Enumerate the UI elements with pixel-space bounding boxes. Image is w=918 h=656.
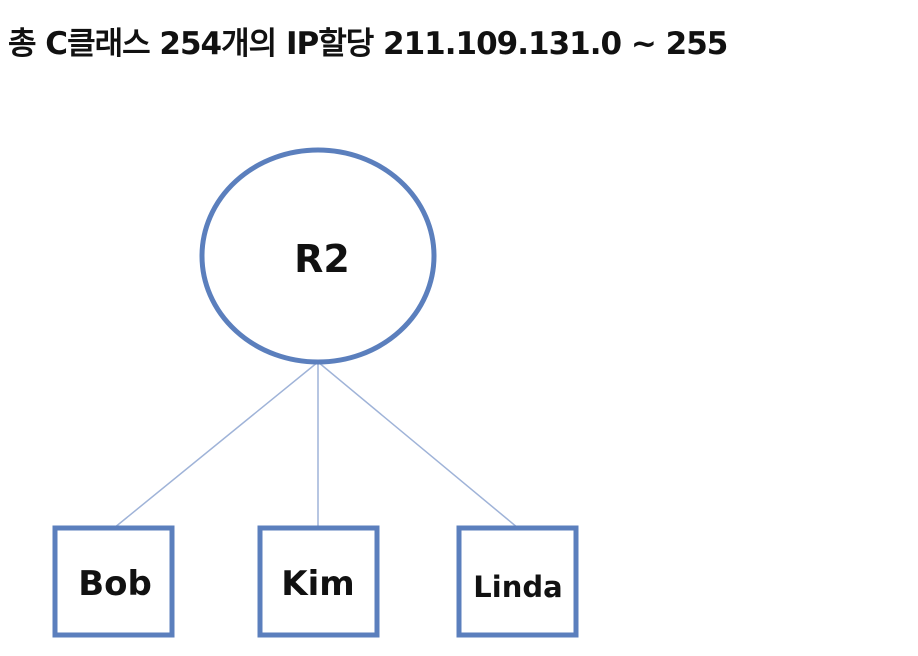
host-label-linda: Linda	[473, 570, 562, 604]
host-label-kim: Kim	[281, 564, 354, 604]
link-r2-bob	[113, 361, 319, 529]
host-box-linda	[456, 525, 579, 638]
host-node-kim: Kim	[257, 525, 380, 638]
link-r2-linda	[317, 361, 519, 529]
host-label-bob: Bob	[78, 564, 152, 604]
host-node-linda: Linda	[456, 525, 579, 638]
router-node-r2: R2	[199, 147, 437, 365]
router-label: R2	[294, 237, 350, 281]
host-node-bob: Bob	[52, 525, 175, 638]
host-box-bob	[52, 525, 175, 638]
host-box-kim	[257, 525, 380, 638]
page-title: 총 C클래스 254개의 IP할당 211.109.131.0 ~ 255	[8, 26, 728, 62]
router-ellipse	[199, 147, 437, 365]
